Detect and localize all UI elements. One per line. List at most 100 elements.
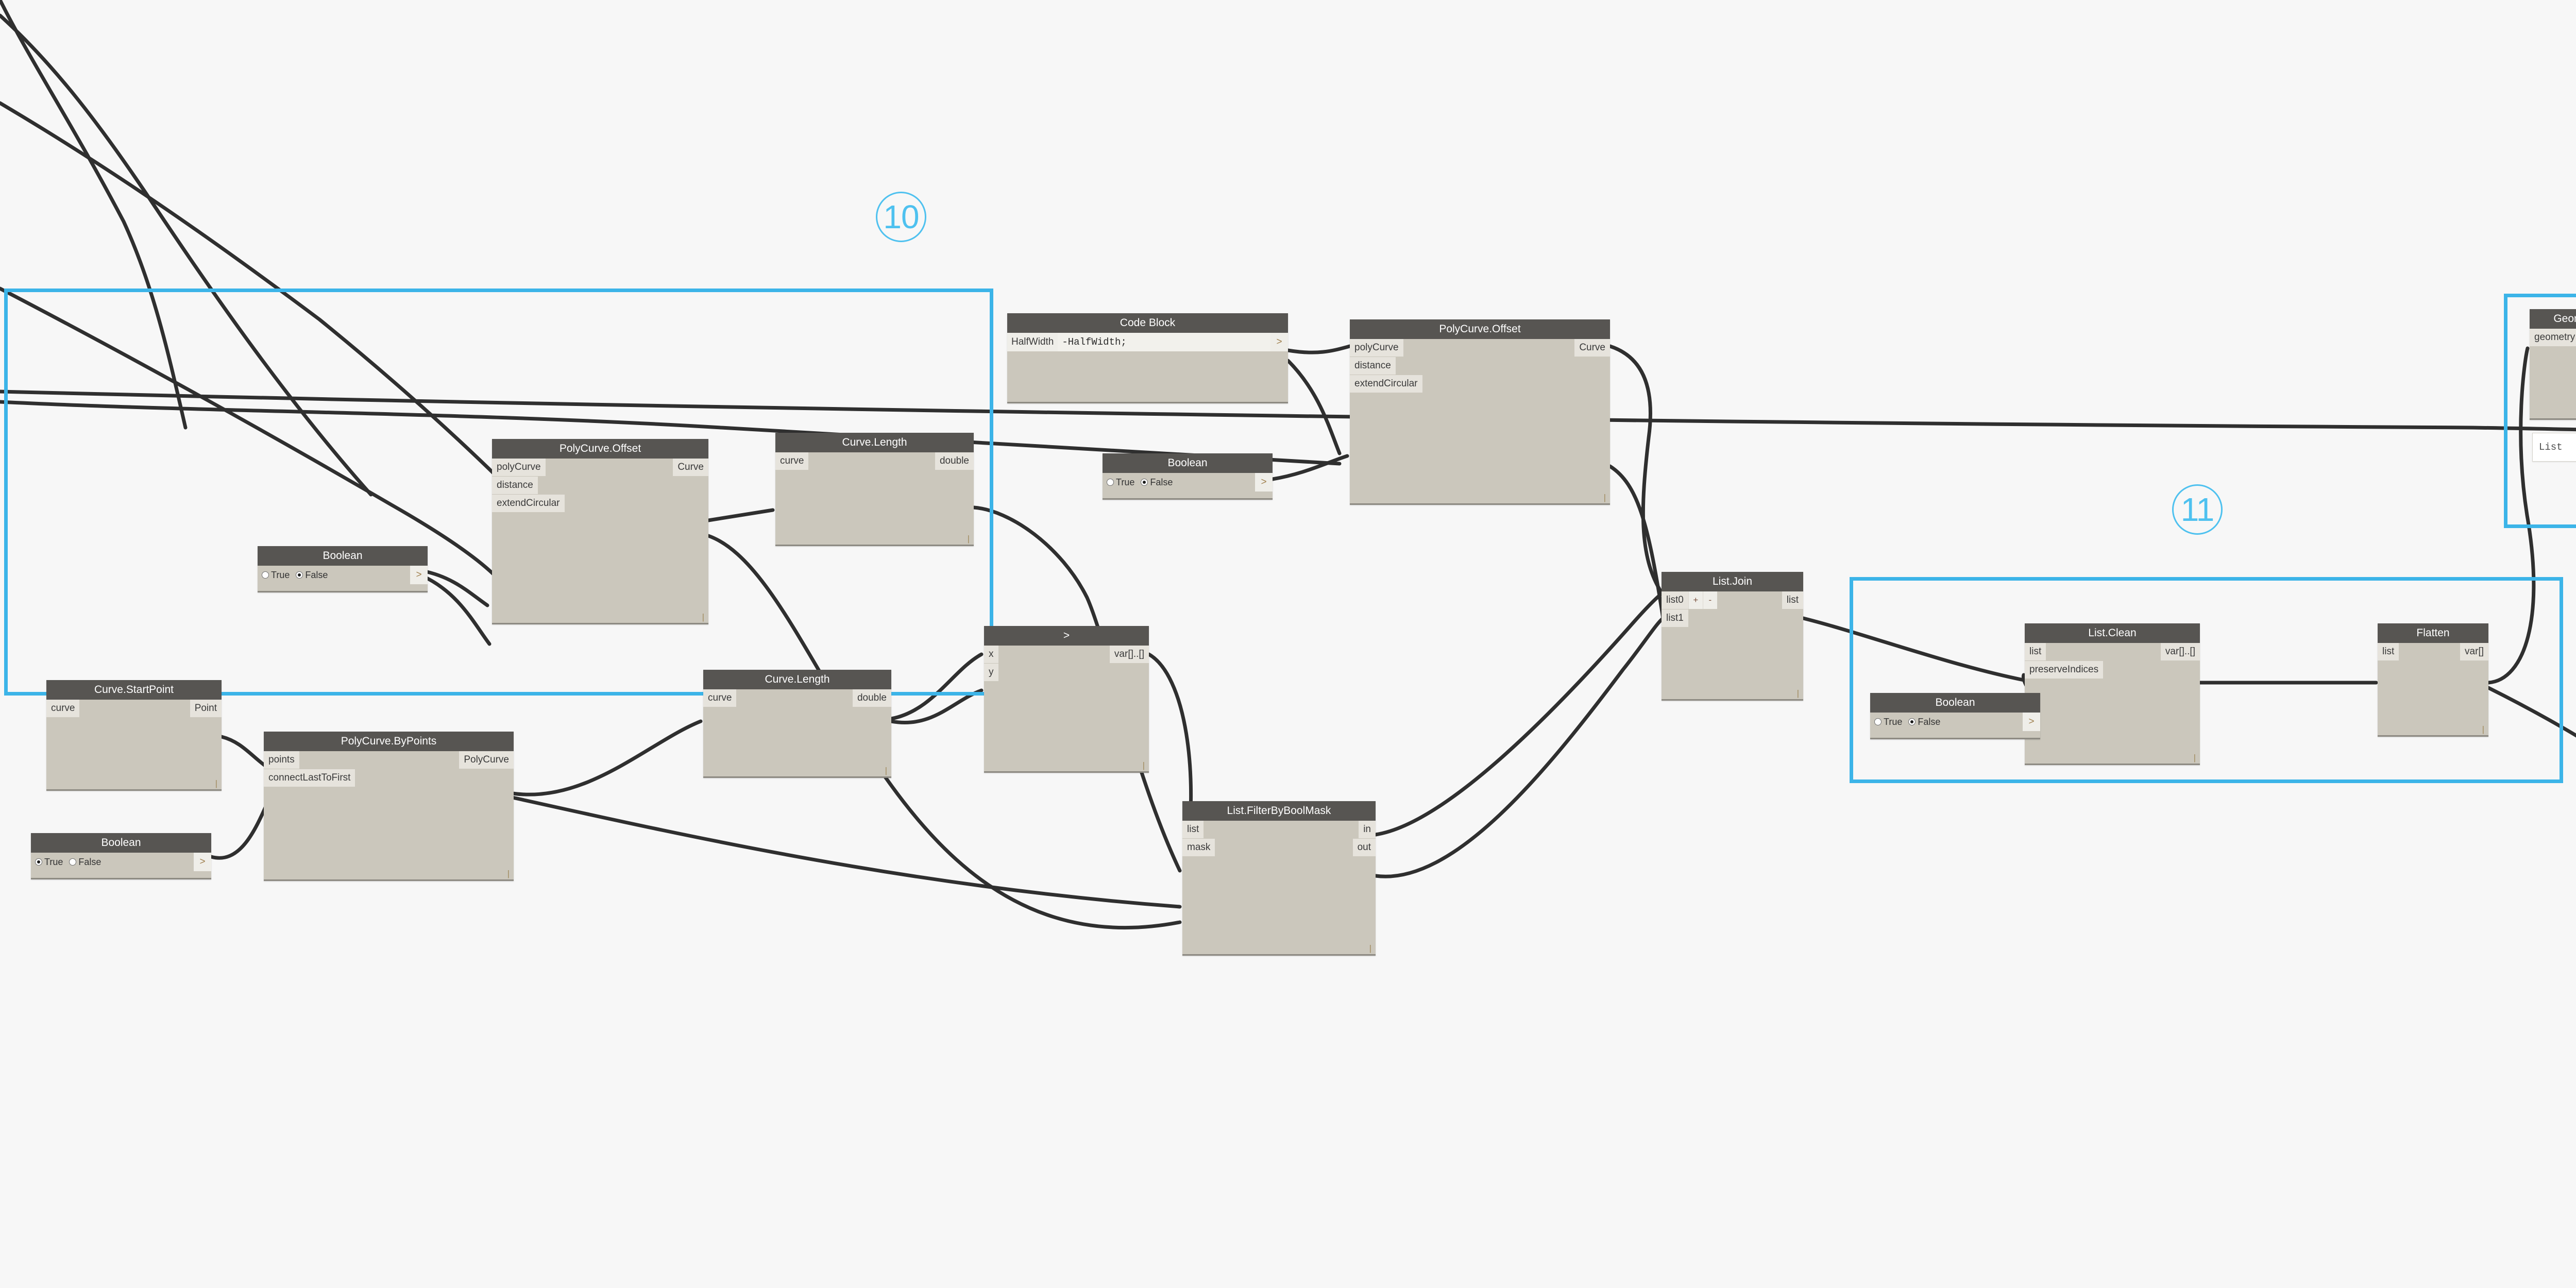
input-port-x[interactable]: x <box>984 646 998 663</box>
geometry-explode-list-preview[interactable]: List <box>2532 433 2576 462</box>
output-ports: Curve <box>673 459 708 513</box>
input-port-curve[interactable]: curve <box>775 452 809 470</box>
boolean-option-false[interactable]: False <box>69 857 101 868</box>
resize-grip-icon[interactable]: | <box>1797 688 1799 698</box>
boolean-option-false[interactable]: False <box>296 570 328 581</box>
output-port-bool[interactable]: > <box>2023 713 2040 731</box>
output-port-in[interactable]: in <box>1359 821 1376 838</box>
radio-false-icon[interactable] <box>1141 479 1148 486</box>
output-port-list[interactable]: list <box>1782 591 1803 609</box>
input-port-distance[interactable]: distance <box>492 477 538 494</box>
input-port-mask[interactable]: mask <box>1182 839 1215 856</box>
boolean-option-true[interactable]: True <box>262 570 290 581</box>
output-port-bool[interactable]: > <box>410 566 428 584</box>
resize-grip-icon[interactable]: | <box>1142 760 1145 770</box>
group-number-11: 11 <box>2172 484 2223 535</box>
remove-port-button[interactable]: - <box>1702 591 1717 609</box>
input-port-curve[interactable]: curve <box>703 689 737 707</box>
node-geometry-explode[interactable]: Geometry.ExplodegeometryGeometry[]| <box>2530 309 2576 420</box>
resize-grip-icon[interactable]: | <box>2482 724 2484 734</box>
output-ports: list <box>1782 591 1803 628</box>
resize-grip-icon[interactable]: | <box>2193 753 2196 762</box>
node-title: Curve.Length <box>775 433 974 452</box>
input-port-list[interactable]: list <box>2025 643 2046 660</box>
input-port-extendcircular[interactable]: extendCircular <box>1350 375 1422 393</box>
input-port-list0[interactable]: list0 <box>1662 591 1688 609</box>
boolean-option-true[interactable]: True <box>1874 717 1902 727</box>
boolean-option-true[interactable]: True <box>35 857 63 868</box>
input-port-y[interactable]: y <box>984 664 998 681</box>
output-port-var[interactable]: var[]..[] <box>2160 643 2200 660</box>
input-port-preserveindices[interactable]: preserveIndices <box>2025 661 2104 679</box>
resize-grip-icon[interactable]: | <box>507 869 510 878</box>
wire <box>1286 359 1342 455</box>
input-port-list1[interactable]: list1 <box>1662 609 1688 627</box>
wire <box>1270 454 1349 481</box>
resize-grip-icon[interactable]: | <box>967 534 970 544</box>
input-port-geometry[interactable]: geometry <box>2530 329 2576 346</box>
boolean-option-false[interactable]: False <box>1141 477 1173 488</box>
input-port-polycurve[interactable]: polyCurve <box>492 459 546 476</box>
input-port-extendcircular[interactable]: extendCircular <box>492 495 565 512</box>
radio-true-icon[interactable] <box>1107 479 1114 486</box>
resize-grip-icon[interactable]: | <box>1369 943 1371 953</box>
resize-grip-icon[interactable]: | <box>1603 493 1606 502</box>
input-port-polycurve[interactable]: polyCurve <box>1350 339 1403 357</box>
input-ports: list <box>2378 643 2399 661</box>
output-port-var[interactable]: var[] <box>2460 643 2488 660</box>
output-port-polycurve[interactable]: PolyCurve <box>459 751 514 769</box>
output-port-curve[interactable]: Curve <box>1574 339 1610 357</box>
output-port-var[interactable]: var[]..[] <box>1109 646 1149 663</box>
output-port-codeblock[interactable]: > <box>1270 333 1288 351</box>
input-port-connectlasttofirst[interactable]: connectLastToFirst <box>264 769 355 787</box>
code-block-editor[interactable]: -HalfWidth; <box>1058 333 1270 351</box>
input-port-distance[interactable]: distance <box>1350 357 1396 375</box>
boolean-option-true[interactable]: True <box>1107 477 1134 488</box>
input-port-points[interactable]: points <box>264 751 299 769</box>
radio-true-icon[interactable] <box>1874 718 1882 725</box>
output-port-double[interactable]: double <box>852 689 891 707</box>
add-port-button[interactable]: + <box>1688 591 1703 609</box>
boolean-option-false[interactable]: False <box>1908 717 1940 727</box>
input-port-halfwidth[interactable]: HalfWidth <box>1007 333 1058 351</box>
input-port-curve[interactable]: curve <box>46 700 80 717</box>
radio-true-icon[interactable] <box>35 858 42 866</box>
wire <box>1608 464 1665 620</box>
output-port-point[interactable]: Point <box>190 700 222 717</box>
input-port-list[interactable]: list <box>2378 643 2399 660</box>
radio-label: False <box>1150 477 1173 487</box>
resize-grip-icon[interactable]: | <box>702 612 704 622</box>
radio-true-icon[interactable] <box>262 571 269 579</box>
input-port-list[interactable]: list <box>1182 821 1204 838</box>
resize-grip-icon[interactable]: | <box>885 766 887 775</box>
output-port-bool[interactable]: > <box>1255 473 1273 492</box>
resize-grip-icon[interactable]: | <box>215 778 217 788</box>
radio-false-icon[interactable] <box>296 571 303 579</box>
wire <box>1374 616 1665 878</box>
output-port-out[interactable]: out <box>1352 839 1376 856</box>
output-port-curve[interactable]: Curve <box>673 459 708 476</box>
radio-false-icon[interactable] <box>1908 718 1916 725</box>
output-port-bool[interactable]: > <box>194 853 211 871</box>
radio-false-icon[interactable] <box>69 858 77 866</box>
output-port-double[interactable]: double <box>935 452 974 470</box>
